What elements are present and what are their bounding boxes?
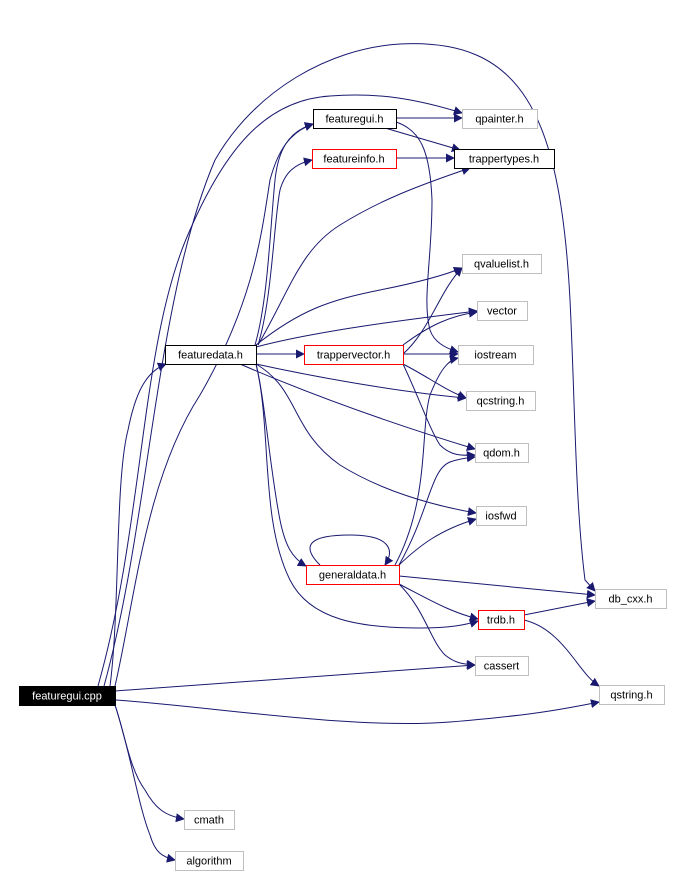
node-db-cxx-h[interactable]: db_cxx.h	[595, 589, 667, 609]
node-label-db-cxx-h: db_cxx.h	[608, 594, 652, 606]
node-label-algorithm: algorithm	[186, 856, 231, 868]
edge-trappervector-h-to-qcstring-h	[402, 363, 467, 400]
node-box-featureinfo-h	[312, 149, 397, 169]
edge-featuregui-h-to-trappertypes-h	[384, 127, 461, 153]
node-label-iostream: iostream	[474, 350, 516, 362]
node-iosfwd[interactable]: iosfwd	[476, 506, 527, 526]
node-box-trappervector-h	[304, 345, 404, 365]
edge-featuregui-cpp-to-featuredata-h	[109, 362, 167, 687]
node-box-iosfwd	[476, 506, 527, 526]
node-iostream[interactable]: iostream	[458, 345, 534, 365]
node-box-algorithm	[175, 851, 244, 871]
node-box-qvaluelist-h	[462, 254, 542, 274]
node-qdom-h[interactable]: qdom.h	[475, 443, 529, 463]
node-qstring-h[interactable]: qstring.h	[599, 685, 665, 705]
node-label-qcstring-h: qcstring.h	[477, 396, 525, 408]
node-algorithm[interactable]: algorithm	[175, 851, 244, 871]
node-label-featuregui-h: featuregui.h	[325, 114, 383, 126]
node-label-vector: vector	[487, 306, 517, 318]
node-qcstring-h[interactable]: qcstring.h	[466, 391, 536, 411]
edge-featuregui-cpp-to-qpainter-h	[97, 94, 463, 687]
nodes-layer: featuregui.cpp featuredata.h featuregui.h f…	[19, 109, 667, 871]
node-generaldata-h[interactable]: generaldata.h	[306, 565, 400, 585]
edges-layer	[97, 43, 600, 863]
edge-trappervector-h-to-vector	[402, 308, 478, 346]
node-label-qpainter-h: qpainter.h	[475, 114, 523, 126]
node-label-trappervector-h: trappervector.h	[317, 350, 390, 362]
edge-featuregui-cpp-to-cmath	[114, 704, 185, 823]
edge-featuregui-cpp-to-qstring-h	[114, 699, 600, 725]
edge-trappervector-h-to-qdom-h	[402, 363, 476, 461]
edge-featuredata-h-to-iosfwd	[255, 363, 477, 517]
edge-featuredata-h-to-generaldata-h	[255, 363, 307, 567]
node-box-db-cxx-h	[595, 589, 667, 609]
node-box-featuregui-h	[313, 109, 397, 129]
node-box-generaldata-h	[306, 565, 400, 585]
edge-generaldata-h-to-db-cxx-h	[398, 575, 596, 599]
edge-featuredata-h-to-featuregui-h	[254, 122, 314, 346]
node-label-qstring-h: qstring.h	[610, 690, 652, 702]
node-label-generaldata-h: generaldata.h	[319, 570, 386, 582]
node-box-featuredata-h	[165, 345, 257, 365]
edge-featuregui-cpp-to-db-cxx-h	[103, 43, 596, 687]
node-box-cmath	[184, 810, 235, 830]
edge-generaldata-h-to-trdb-h	[398, 583, 479, 622]
edge-generaldata-h-to-qdom-h	[398, 453, 476, 566]
edge-featuregui-cpp-to-cassert	[114, 661, 476, 692]
edge-featuredata-h-to-qcstring-h	[255, 363, 467, 402]
node-label-trappertypes-h: trappertypes.h	[469, 154, 539, 166]
node-featuregui-cpp[interactable]: featuregui.cpp	[19, 686, 116, 706]
node-label-qvaluelist-h: qvaluelist.h	[474, 259, 529, 271]
node-box-vector	[477, 301, 528, 321]
node-box-qcstring-h	[466, 391, 536, 411]
node-label-iosfwd: iosfwd	[485, 511, 516, 523]
node-qpainter-h[interactable]: qpainter.h	[462, 109, 538, 129]
node-featuregui-h[interactable]: featuregui.h	[313, 109, 397, 129]
node-cmath[interactable]: cmath	[184, 810, 235, 830]
edge-featuregui-cpp-to-algorithm	[114, 704, 176, 863]
node-box-qpainter-h	[462, 109, 538, 129]
edge-generaldata-h-to-iostream	[394, 355, 459, 566]
edge-featuredata-h-to-trappertypes-h	[257, 166, 471, 346]
node-featuredata-h[interactable]: featuredata.h	[165, 345, 257, 365]
node-trappertypes-h[interactable]: trappertypes.h	[454, 149, 555, 169]
edge-featuredata-h-to-vector	[255, 307, 478, 348]
edge-trdb-h-to-db-cxx-h	[523, 598, 596, 616]
node-label-cassert: cassert	[484, 661, 519, 673]
edge-generaldata-h-to-iosfwd	[398, 517, 477, 566]
node-featureinfo-h[interactable]: featureinfo.h	[312, 149, 397, 169]
edge-trappervector-h-to-qvaluelist-h	[402, 267, 463, 355]
node-label-featureinfo-h: featureinfo.h	[323, 154, 384, 166]
node-box-cassert	[475, 656, 529, 676]
node-trappervector-h[interactable]: trappervector.h	[304, 345, 404, 365]
node-box-qstring-h	[599, 685, 665, 705]
node-label-trdb-h: trdb.h	[487, 615, 515, 627]
edge-generaldata-h-to-generaldata-h	[309, 534, 394, 566]
node-cassert[interactable]: cassert	[475, 656, 529, 676]
edge-featuredata-h-to-qvaluelist-h	[255, 266, 463, 346]
edge-generaldata-h-to-cassert	[398, 583, 476, 669]
node-vector[interactable]: vector	[477, 301, 528, 321]
node-label-featuredata-h: featuredata.h	[178, 350, 243, 362]
node-box-featuregui-cpp	[19, 686, 116, 706]
edge-featuregui-cpp-to-featuregui-h	[114, 122, 314, 687]
node-box-trappertypes-h	[454, 149, 555, 169]
edge-featuredata-h-to-qdom-h	[239, 363, 476, 451]
node-trdb-h[interactable]: trdb.h	[478, 610, 525, 630]
node-box-iostream	[458, 345, 534, 365]
node-label-qdom-h: qdom.h	[483, 448, 520, 460]
node-box-qdom-h	[475, 443, 529, 463]
node-label-cmath: cmath	[194, 815, 224, 827]
edge-trdb-h-to-qstring-h	[523, 619, 600, 687]
node-box-trdb-h	[478, 610, 525, 630]
edge-featuredata-h-to-trdb-h	[255, 363, 479, 629]
node-label-featuregui-cpp: featuregui.cpp	[32, 691, 102, 703]
node-qvaluelist-h[interactable]: qvaluelist.h	[462, 254, 542, 274]
edge-featuregui-h-to-iostream	[395, 121, 459, 354]
edge-featuredata-h-to-featureinfo-h	[257, 157, 313, 346]
